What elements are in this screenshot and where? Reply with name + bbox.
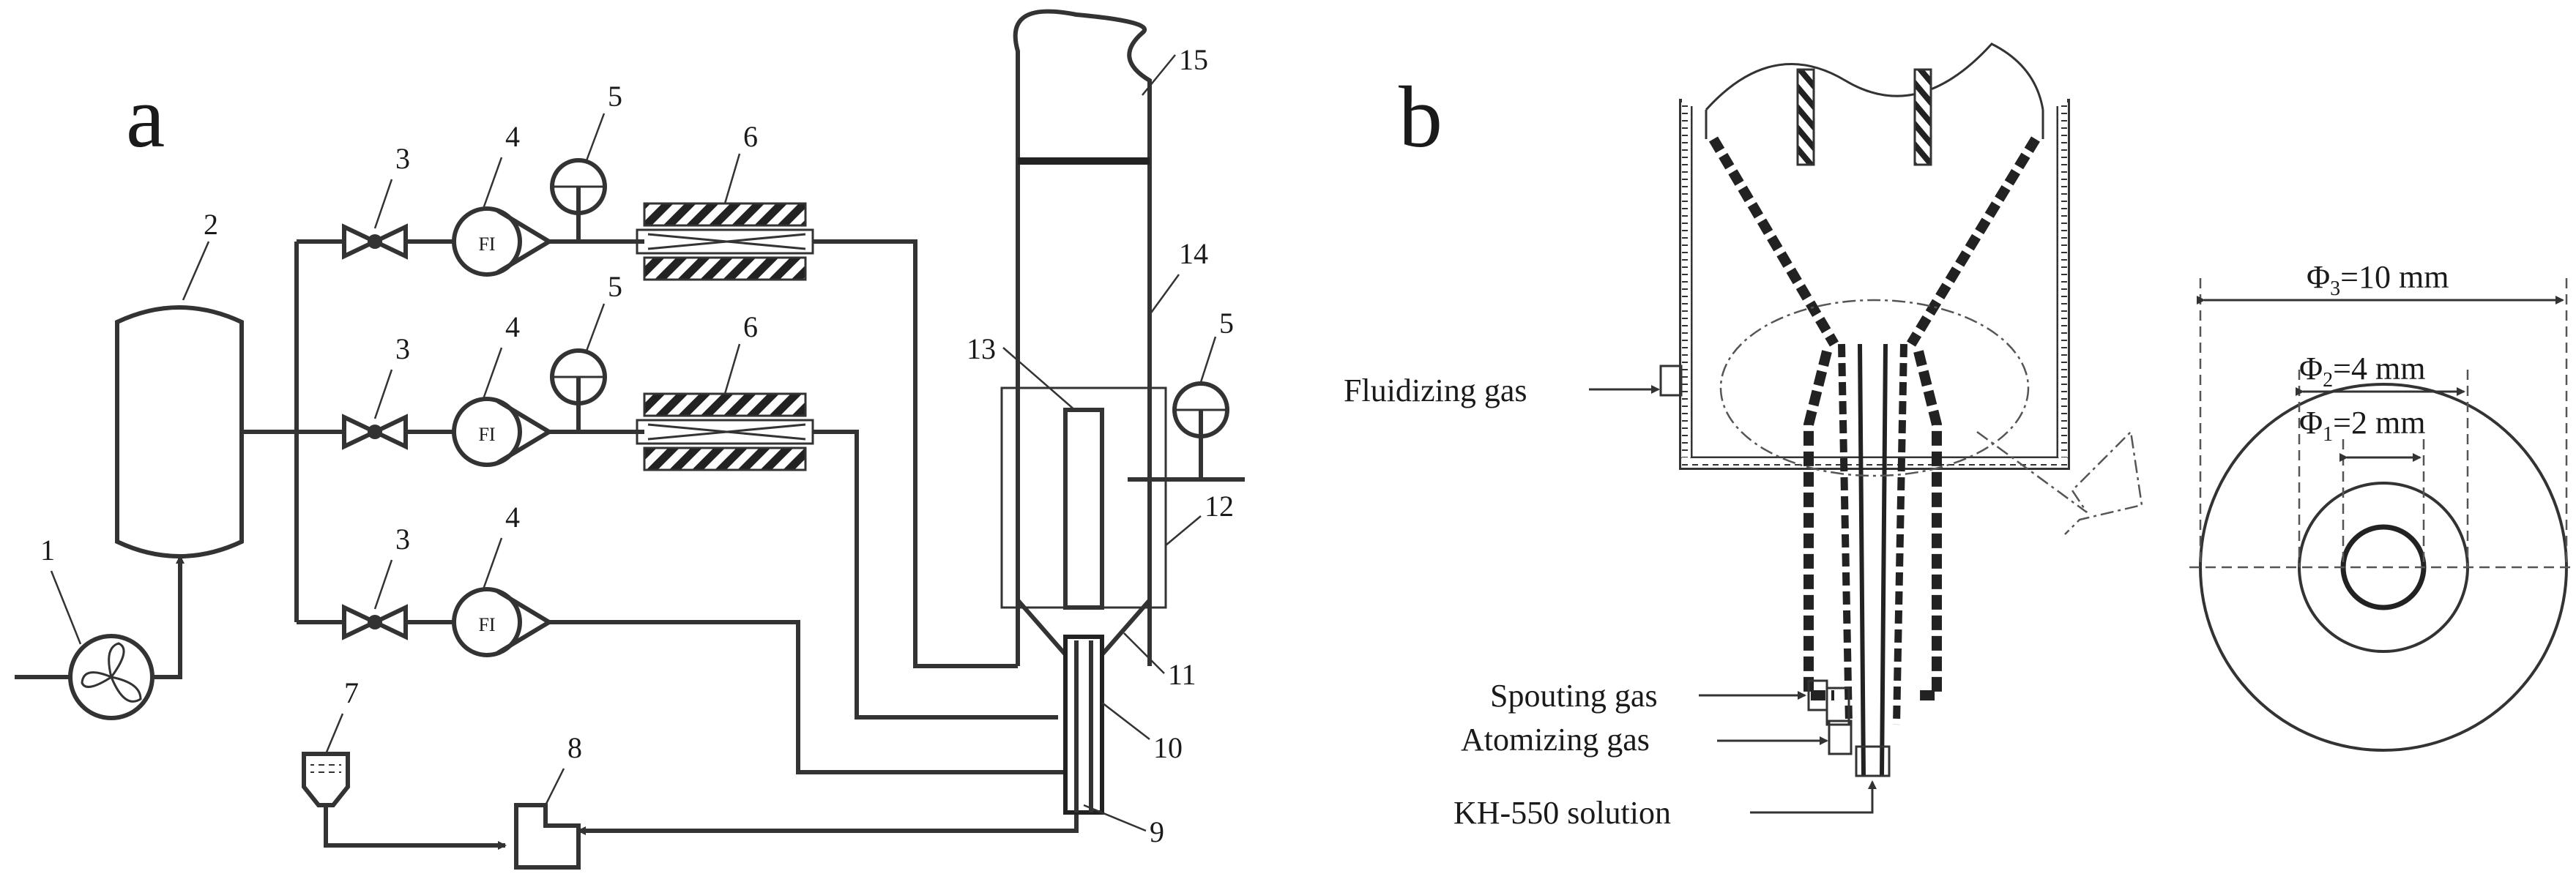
dimension-phi1: Φ1=2 mm (2299, 405, 2425, 446)
valve-middle (342, 414, 408, 450)
flowmeter-bottom-label: FI (478, 614, 495, 635)
detail-callout-arrow (1976, 430, 2143, 535)
inlet-fluidizing: Fluidizing gas (1344, 373, 1660, 408)
panel-label-a: a (126, 68, 165, 165)
feed-tank (302, 752, 350, 807)
pressure-gauge-top (550, 158, 607, 242)
heater-top (636, 202, 814, 281)
panel-label-b: b (1399, 68, 1443, 165)
label-5-reactor: 5 (1219, 307, 1234, 340)
label-3-top: 3 (395, 142, 410, 175)
reactor-column (1013, 9, 1152, 666)
label-7: 7 (344, 676, 359, 709)
gas-tank (115, 305, 244, 558)
valve-bottom (342, 604, 408, 640)
nozzle-assembly (1803, 343, 1942, 777)
pressure-gauge-middle (550, 348, 607, 432)
label-11: 11 (1168, 658, 1196, 691)
valve-top (342, 223, 408, 260)
inlet-solution: KH-550 solution (1453, 780, 1877, 831)
flowmeter-top: FI (452, 206, 554, 277)
label-15: 15 (1179, 43, 1208, 76)
detail-callout-ellipse (1719, 299, 2030, 477)
dimension-phi3: Φ3=10 mm (2307, 259, 2449, 300)
compressor (15, 555, 185, 720)
flowmeter-middle-label: FI (478, 424, 495, 445)
label-1: 1 (40, 534, 55, 567)
label-5-middle: 5 (608, 270, 622, 303)
label-atomizing-gas: Atomizing gas (1461, 722, 1650, 758)
label-14: 14 (1179, 237, 1208, 270)
label-4-middle: 4 (505, 310, 520, 343)
label-6-middle: 6 (743, 310, 758, 343)
fluidizing-jacket (1659, 99, 2070, 470)
nozzle-cross-section (2189, 278, 2576, 752)
label-13: 13 (967, 332, 996, 365)
label-5-top: 5 (608, 80, 622, 113)
label-kh550-solution: KH-550 solution (1453, 795, 1671, 831)
label-12: 12 (1205, 490, 1234, 523)
pressure-gauge-reactor (1128, 381, 1245, 482)
label-6-top: 6 (743, 120, 758, 153)
label-4-top: 4 (505, 120, 520, 153)
label-spouting-gas: Spouting gas (1490, 678, 1658, 714)
flowmeter-top-label: FI (478, 233, 495, 255)
label-3-bottom: 3 (395, 523, 410, 556)
conical-chamber (1705, 42, 2044, 347)
label-10: 10 (1153, 731, 1183, 764)
inlet-atomizing: Atomizing gas (1461, 722, 1828, 758)
dimension-phi2: Φ2=4 mm (2299, 351, 2425, 392)
flowmeter-bottom: FI (452, 587, 554, 657)
flowmeter-middle: FI (452, 397, 554, 467)
label-3-middle: 3 (395, 332, 410, 365)
metering-pump (514, 803, 581, 870)
label-2: 2 (204, 208, 218, 241)
label-4-bottom: 4 (505, 501, 520, 534)
label-9: 9 (1150, 815, 1164, 848)
label-fluidizing-gas: Fluidizing gas (1344, 373, 1527, 408)
sampling-probe (1063, 408, 1104, 610)
inlet-spouting: Spouting gas (1490, 678, 1806, 714)
heating-jacket (1000, 386, 1167, 609)
heater-middle (636, 392, 814, 471)
label-8: 8 (567, 731, 582, 764)
spray-nozzle (1063, 635, 1104, 815)
